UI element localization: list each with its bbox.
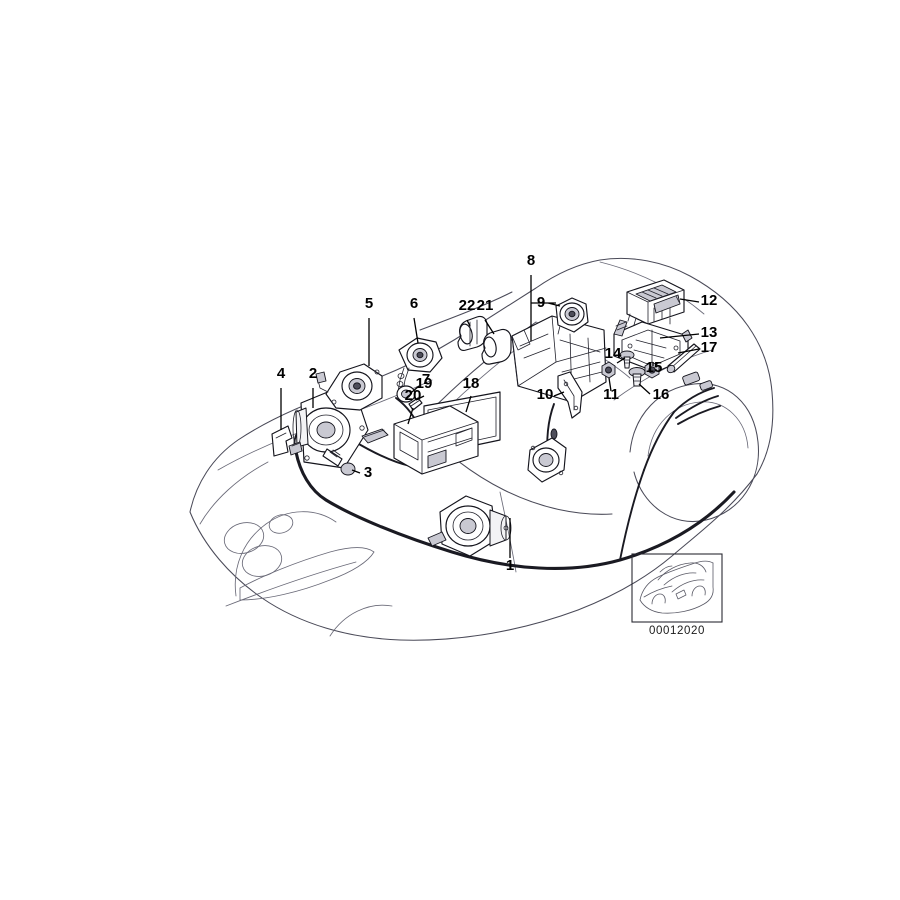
part-rubber-grommet [457,315,488,352]
callout-tweeter-assembly[interactable]: 5 [365,295,373,312]
callout-leaders [280,275,700,558]
part-amplifier-module [626,279,685,326]
callout-fastening-screw[interactable]: 14 [605,345,622,362]
callout-speaker-screw[interactable]: 3 [364,464,372,481]
part-grommet [396,385,416,403]
part-cd-changer [361,405,479,475]
part-cable-clip [271,425,303,457]
part-retaining-nut [601,361,616,379]
part-fastening-screw-16 [628,367,646,387]
part-bushing [481,328,512,365]
part-fastening-screw-14 [619,350,635,369]
callout-mid-range-speaker[interactable]: 6 [410,295,418,312]
callout-grommet[interactable]: 7 [422,371,430,388]
callout-hex-nut[interactable]: 15 [646,359,663,376]
part-subwoofer-center [427,495,512,557]
vehicle-body-outline [189,257,774,641]
callout-antenna-rod[interactable]: 17 [701,339,718,356]
callout-spacer-sleeve[interactable]: 19 [416,375,433,392]
callout-cover-panel[interactable]: 18 [463,375,480,392]
callout-cd-changer[interactable]: 20 [405,387,422,404]
callout-amplifier-carrier-bracket[interactable]: 13 [701,324,718,341]
callout-rear-deck-trim-panel[interactable]: 8 [527,252,535,269]
part-rear-speaker [555,297,589,335]
callout-door-speaker[interactable]: 2 [309,365,317,382]
reference-number: 00012020 [649,625,705,637]
part-tweeter-assembly [315,363,383,411]
vehicle-thumbnail: 00012020 [631,553,723,637]
callout-amplifier-module[interactable]: 12 [701,292,718,309]
callout-cable-clip[interactable]: 4 [277,365,286,382]
part-spacer-sleeve [408,397,423,411]
callout-mounting-bracket[interactable]: 10 [537,386,554,403]
part-antenna-rod [666,343,701,374]
callout-rubber-grommet[interactable]: 22 [459,297,476,314]
callout-rear-speaker[interactable]: 9 [537,294,545,311]
part-speaker-screw [322,448,356,476]
callout-bushing[interactable]: 21 [477,297,494,314]
part-sill-speaker-right [527,437,567,483]
callout-retaining-nut[interactable]: 11 [603,386,619,403]
part-mounting-bracket [557,371,583,419]
callout-fastening-screw[interactable]: 16 [653,386,670,403]
part-hex-nut [644,361,660,379]
callout-main-wiring-harness[interactable]: 1 [506,557,514,574]
